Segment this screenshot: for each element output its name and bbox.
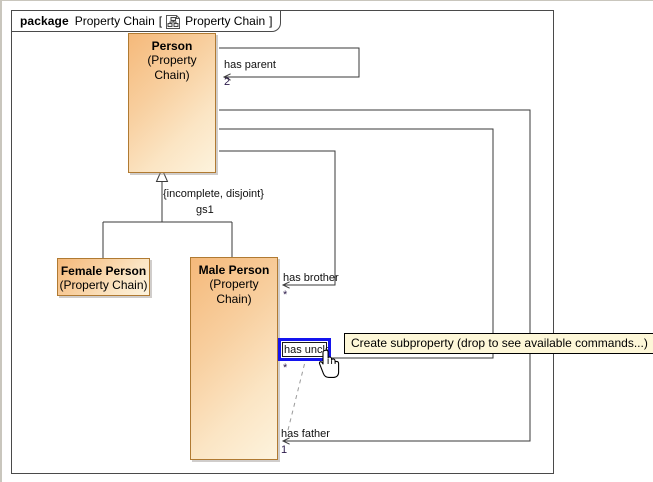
class-box-person[interactable]: Person (Property Chain) (128, 33, 216, 173)
edge-label-has-brother[interactable]: has brother (283, 272, 339, 284)
class-stereotype: (Property Chain) (147, 53, 197, 82)
package-frame (11, 10, 554, 474)
generalization-constraint: {incomplete, disjoint} (163, 188, 264, 200)
edge-multiplicity-has-brother: * (283, 289, 288, 301)
package-name: Property Chain (74, 14, 155, 28)
edge-label-has-father[interactable]: has father (281, 428, 330, 440)
class-stereotype: (Property Chain) (209, 277, 259, 306)
edge-label-has-parent[interactable]: has parent (224, 59, 276, 71)
diagram-name: Property Chain (185, 14, 266, 28)
class-diagram-icon (166, 15, 181, 29)
selection-highlight-has-uncle[interactable] (278, 338, 331, 361)
class-box-female-person[interactable]: Female Person (Property Chain) (57, 258, 150, 296)
edge-multiplicity-has-father: 1 (281, 444, 288, 456)
edge-label-has-uncle-box[interactable] (282, 342, 327, 357)
edge-multiplicity-has-parent: 2 (224, 76, 231, 88)
property-chain-dashed-link[interactable] (287, 361, 306, 431)
association-has-brother[interactable] (219, 150, 336, 289)
class-name: Person (151, 39, 193, 53)
generalization-set-name: gs1 (196, 204, 214, 216)
package-header-tab[interactable]: package Property Chain [ Property Chain … (11, 10, 281, 32)
class-name: Male Person (198, 263, 270, 277)
association-has-parent[interactable] (219, 47, 360, 81)
package-keyword: package (20, 14, 69, 28)
generalization-edge[interactable] (102, 167, 233, 258)
edge-multiplicity-has-uncle: * (283, 362, 288, 374)
bracket-close: ] (269, 14, 273, 28)
class-box-male-person[interactable]: Male Person (Property Chain) (190, 257, 278, 460)
association-has-uncle[interactable] (219, 128, 494, 359)
association-has-father[interactable] (219, 109, 531, 445)
bracket-open: [ (158, 14, 163, 28)
tooltip-create-subproperty: Create subproperty (drop to see availabl… (344, 333, 653, 354)
class-stereotype: (Property Chain) (59, 278, 148, 292)
class-name: Female Person (60, 264, 147, 278)
